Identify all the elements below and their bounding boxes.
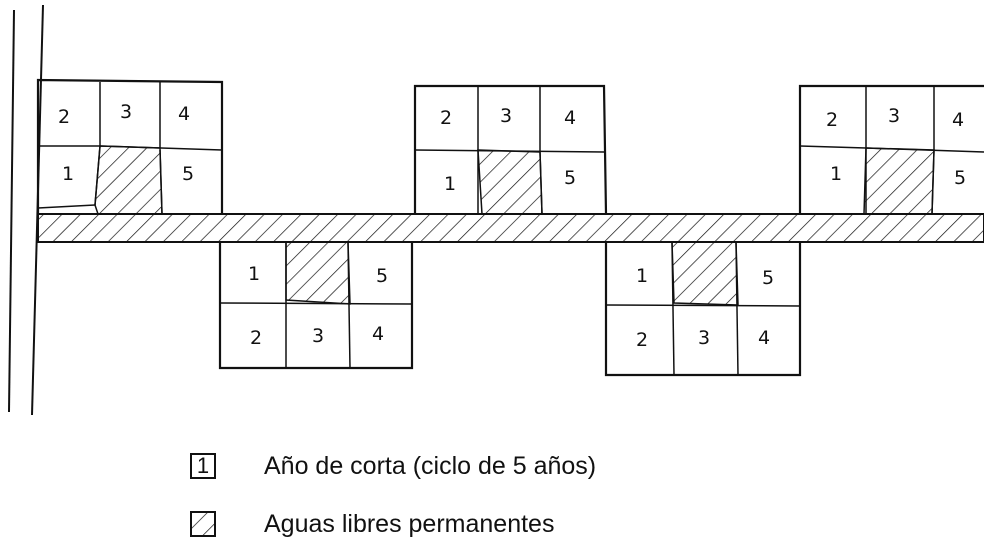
plot-year-label: 2 — [440, 107, 452, 129]
plot-year-label: 1 — [248, 263, 260, 285]
legend-item-cutting-year: 1 Año de corta (ciclo de 5 años) — [190, 449, 596, 483]
plot-year-label: 4 — [178, 103, 190, 125]
plot-year-label: 2 — [826, 109, 838, 131]
plot-year-label: 2 — [250, 327, 262, 349]
plot-year-label: 4 — [372, 323, 384, 345]
upper-plot — [36, 78, 224, 215]
plot-year-label: 3 — [120, 101, 132, 123]
wetland-plot-diagram: 2 3 4 1 5 2 3 4 1 5 2 3 4 1 5 1 5 2 3 4 … — [8, 4, 984, 416]
plot-year-label: 1 — [62, 163, 74, 185]
water-area — [94, 145, 163, 215]
plot-year-label: 4 — [758, 327, 770, 349]
legend-label: Año de corta (ciclo de 5 años) — [264, 451, 597, 480]
plot-year-label: 2 — [58, 106, 70, 128]
plot-year-label: 4 — [952, 109, 964, 131]
legend-label: Aguas libres permanentes — [264, 509, 555, 538]
plot-year-label: 2 — [636, 329, 648, 351]
upper-plot — [413, 84, 608, 215]
hatch-swatch-icon — [190, 511, 216, 537]
water-area — [863, 147, 935, 215]
legend-item-water: Aguas libres permanentes — [190, 507, 554, 541]
lower-plot — [604, 241, 802, 377]
plot-year-label: 1 — [636, 265, 648, 287]
plot-year-label: 3 — [698, 327, 710, 349]
cutting-year-symbol: 1 — [190, 453, 216, 479]
plot-year-label: 5 — [954, 167, 966, 189]
plot-year-label: 5 — [182, 163, 194, 185]
lower-plot — [218, 241, 414, 370]
plot-year-label: 5 — [564, 167, 576, 189]
left-boundary-line — [8, 9, 15, 413]
plot-year-label: 3 — [500, 105, 512, 127]
plot-year-label: 4 — [564, 107, 576, 129]
plot-year-label: 1 — [830, 163, 842, 185]
water-area — [671, 241, 739, 306]
plot-year-label: 3 — [312, 325, 324, 347]
water-channel — [37, 213, 984, 243]
upper-plot — [798, 84, 984, 215]
plot-year-label: 5 — [762, 267, 774, 289]
plot-year-label: 1 — [444, 173, 456, 195]
water-area — [285, 241, 351, 305]
plot-year-label: 5 — [376, 265, 388, 287]
plot-year-label: 3 — [888, 105, 900, 127]
water-area — [477, 149, 543, 215]
